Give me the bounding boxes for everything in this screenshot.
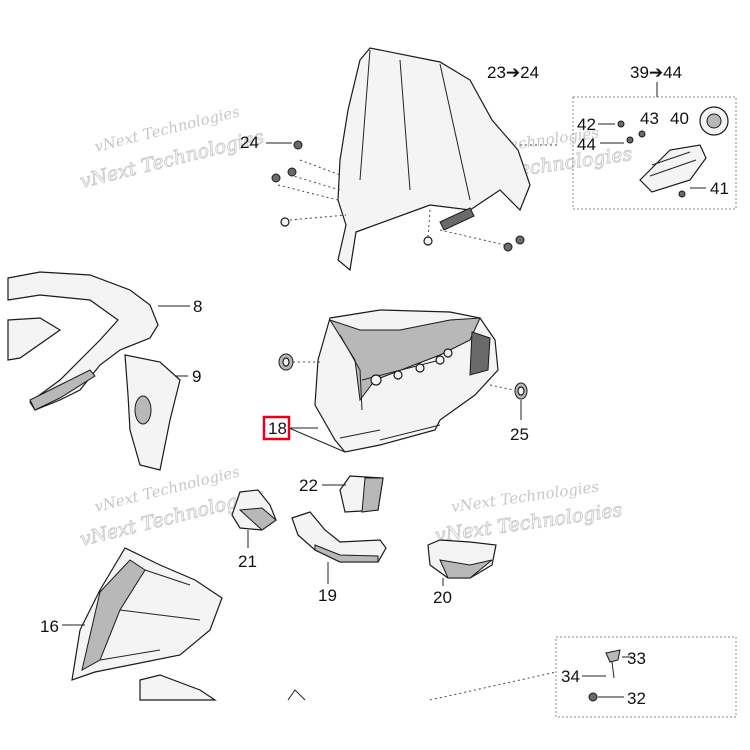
callout-8[interactable]: 8 <box>193 297 202 316</box>
lower-fairing-part <box>62 547 306 701</box>
callout-44[interactable]: 44 <box>577 135 596 154</box>
highlight-box <box>262 415 291 441</box>
grommet-parts <box>278 353 528 420</box>
callout-16[interactable]: 16 <box>40 617 59 636</box>
callout-40[interactable]: 40 <box>670 109 689 128</box>
side-panel-part <box>7 271 190 471</box>
callout-34[interactable]: 34 <box>561 667 580 686</box>
callout-33[interactable]: 33 <box>627 649 646 668</box>
callout-21[interactable]: 21 <box>238 552 257 571</box>
callout-24[interactable]: 24 <box>240 133 259 152</box>
screw-group-24 <box>266 140 303 227</box>
callout-41[interactable]: 41 <box>710 179 729 198</box>
mirror-assembly-box <box>572 82 737 210</box>
windshield-part <box>277 47 560 272</box>
callout-19[interactable]: 19 <box>318 586 337 605</box>
fastener-box <box>429 636 737 718</box>
callout-23[interactable]: 23➔24 <box>487 63 539 82</box>
callout-42[interactable]: 42 <box>577 115 596 134</box>
callout-22[interactable]: 22 <box>299 476 318 495</box>
callout-25[interactable]: 25 <box>510 425 529 444</box>
callout-18[interactable]: 18 <box>268 419 287 438</box>
callout-labels: 23➔24 39➔44 24 42 43 40 44 41 8 9 18 25 … <box>40 63 729 708</box>
callout-43[interactable]: 43 <box>640 109 659 128</box>
callout-9[interactable]: 9 <box>192 367 201 386</box>
small-parts-group <box>231 475 497 586</box>
callout-32[interactable]: 32 <box>627 689 646 708</box>
headlight-housing-part <box>288 309 499 453</box>
callout-20[interactable]: 20 <box>433 588 452 607</box>
callout-39[interactable]: 39➔44 <box>630 63 682 82</box>
